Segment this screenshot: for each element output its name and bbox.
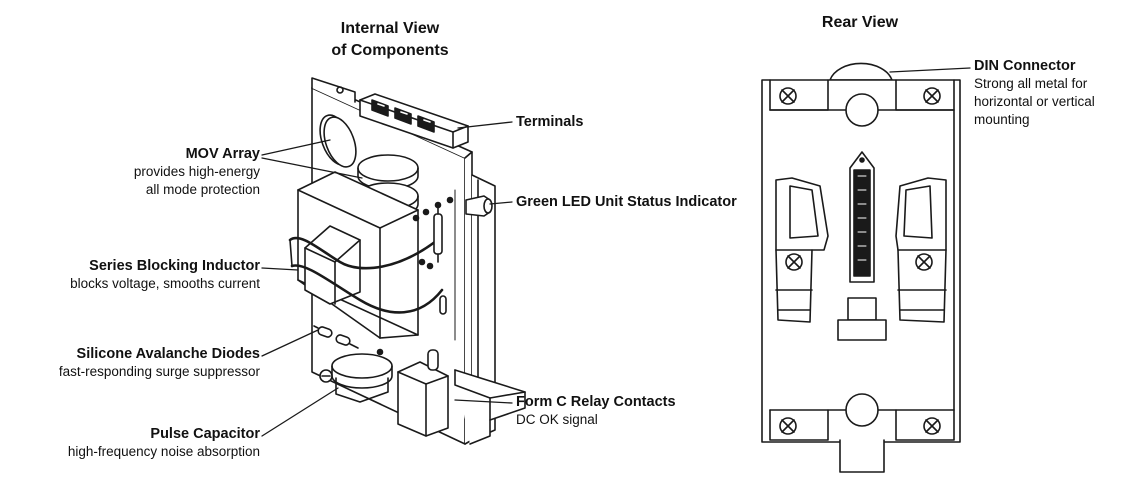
internal-view-drawing (288, 77, 526, 445)
mov-array-desc-1: provides high-energy (133, 164, 260, 179)
rear-view-drawing (761, 62, 961, 473)
relay-desc: DC OK signal (516, 412, 598, 427)
mov-array-callout: MOV Array provides high-energy all mode … (134, 145, 260, 199)
din-desc-3: mounting (974, 112, 1030, 127)
rear-clip-right (895, 177, 947, 323)
series-blocking-inductor (288, 171, 444, 339)
din-desc-2: horizontal or vertical (974, 94, 1095, 109)
internal-view-heading-line2: of Components (331, 42, 449, 59)
mov-array-title: MOV Array (185, 146, 260, 162)
inductor-callout: Series Blocking Inductor blocks voltage,… (70, 257, 260, 293)
green-led (465, 195, 493, 217)
rear-clip-left (775, 177, 829, 323)
internal-view-heading: Internal View of Components (300, 18, 480, 62)
board-components (412, 189, 456, 341)
rear-view-heading: Rear View (821, 14, 899, 31)
relay-callout: Form C Relay Contacts DC OK signal (516, 393, 676, 429)
green-led-label: Green LED Unit Status Indicator (516, 194, 737, 210)
inductor-title: Series Blocking Inductor (89, 258, 260, 274)
relay-title: Form C Relay Contacts (516, 394, 676, 410)
diodes-desc: fast-responding surge suppressor (58, 364, 260, 379)
din-callout: DIN Connector Strong all metal for horiz… (974, 57, 1095, 129)
inductor-desc: blocks voltage, smooths current (70, 276, 260, 291)
din-title: DIN Connector (974, 58, 1076, 74)
internal-view-heading-line1: Internal View (340, 20, 440, 37)
form-c-relay (397, 349, 449, 437)
capacitor-title: Pulse Capacitor (150, 426, 260, 442)
leader-lines-internal (261, 121, 513, 437)
din-connector (829, 62, 893, 81)
capacitor-desc: high-frequency noise absorption (67, 444, 260, 459)
terminals-label: Terminals (516, 114, 584, 130)
din-desc-1: Strong all metal for (974, 76, 1088, 91)
mov-array-desc-2: all mode protection (145, 182, 260, 197)
capacitor-callout: Pulse Capacitor high-frequency noise abs… (68, 425, 260, 461)
leader-line-din (889, 67, 971, 73)
pulse-capacitor (319, 353, 393, 403)
silicone-avalanche-diodes (313, 325, 384, 356)
diodes-callout: Silicone Avalanche Diodes fast-respondin… (59, 345, 260, 381)
diodes-title: Silicone Avalanche Diodes (76, 346, 260, 362)
